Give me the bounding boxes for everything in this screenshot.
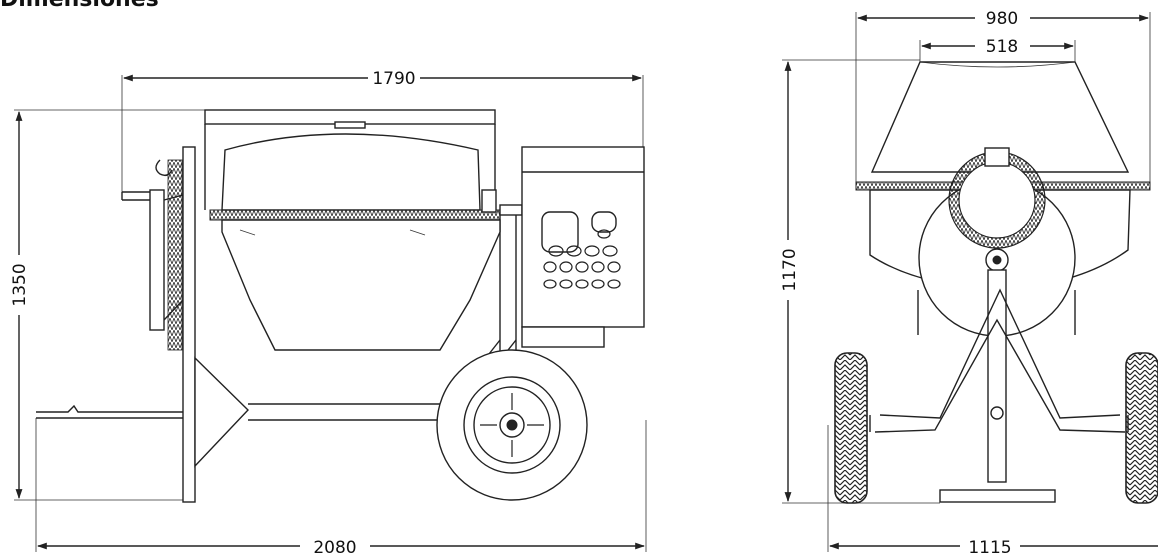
dimension-overall-length: 2080 (35, 418, 647, 554)
dimension-label-1790: 1790 (372, 69, 415, 89)
rear-view: 980 518 1170 (780, 9, 1158, 554)
page-title: Dimensiones (0, 0, 159, 11)
rear-right-wheel (1125, 352, 1158, 504)
side-view: 1790 1350 2080 (10, 69, 647, 554)
dimension-drum-opening-width: 518 (919, 37, 1076, 62)
dimension-label-1350: 1350 (10, 263, 30, 306)
dimension-label-980: 980 (986, 9, 1018, 29)
mixer-frame (36, 109, 517, 503)
dimension-axle-width: 1115 (827, 425, 1158, 554)
rear-gear-ring (918, 147, 1076, 337)
dimension-label-2080: 2080 (313, 538, 356, 554)
dimension-height: 1350 (10, 109, 205, 501)
dimension-label-518: 518 (986, 37, 1018, 57)
dimension-label-1170: 1170 (780, 248, 800, 291)
rear-frame (869, 269, 1129, 503)
rear-left-wheel (834, 352, 868, 504)
wheel-side-view (436, 349, 588, 501)
dimension-rear-height: 1170 (780, 59, 940, 504)
dimension-top-length: 1790 (121, 69, 644, 192)
dimension-drum-outer-width: 980 (855, 9, 1151, 188)
dimension-label-1115: 1115 (968, 538, 1011, 554)
motor-control-box (521, 146, 645, 348)
mixer-drum (209, 121, 523, 351)
